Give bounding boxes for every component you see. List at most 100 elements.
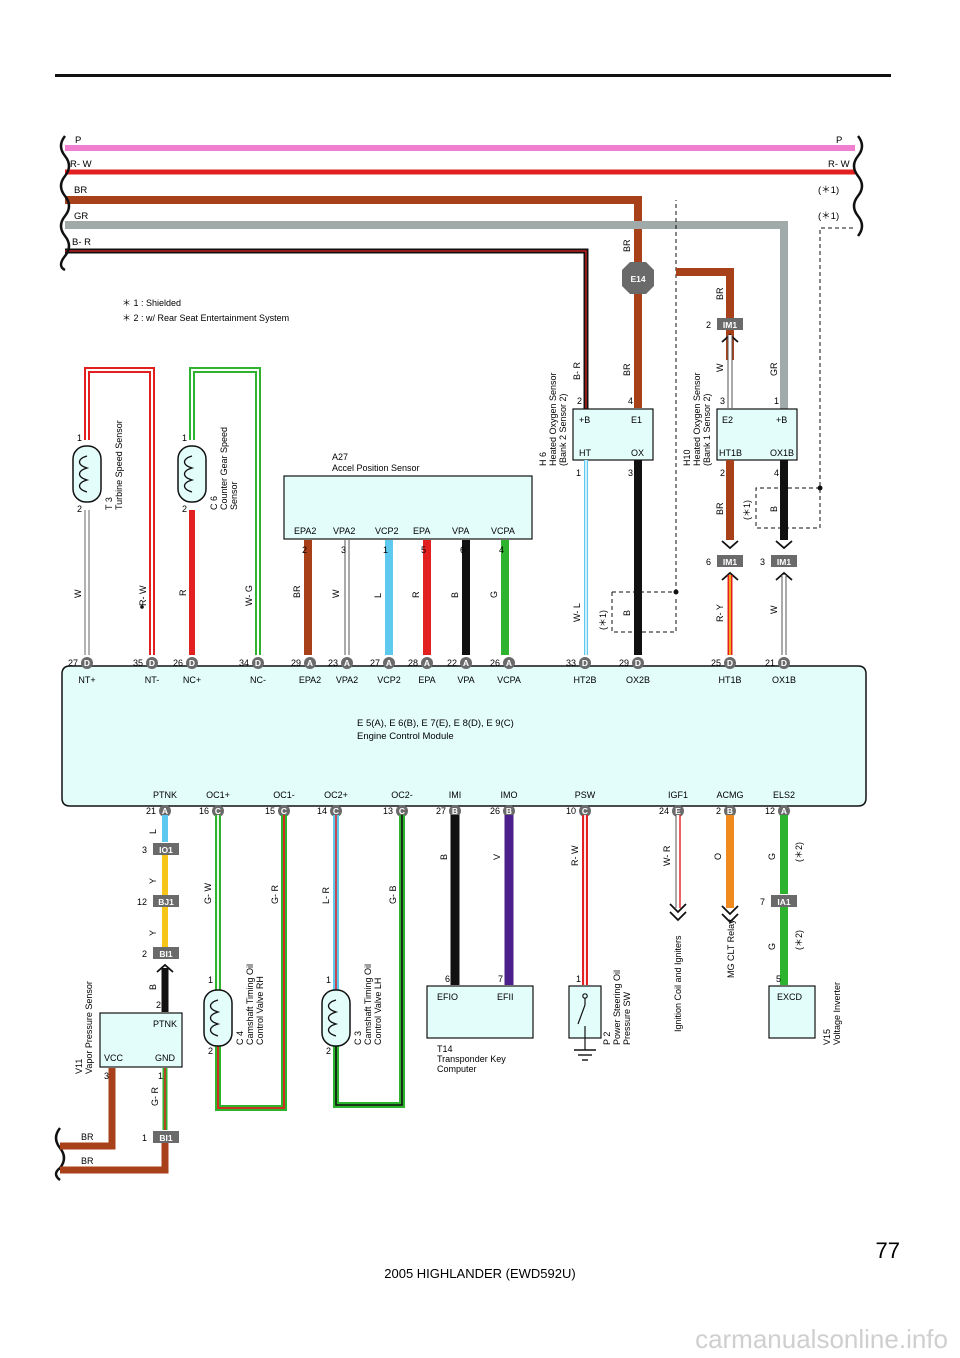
- ecm-terminal: IMI: [449, 790, 462, 800]
- bus-label-left-p: P: [75, 135, 81, 146]
- pin: 12: [137, 897, 147, 907]
- connector-label: IO1: [159, 845, 173, 855]
- h10-name: Heated Oxygen Sensor: [692, 372, 702, 466]
- pin: 6: [706, 557, 711, 567]
- c3-name: Camshaft Timing Oil: [363, 964, 373, 1045]
- ecm-name: Engine Control Module: [357, 731, 454, 742]
- h6-sensor-box: [572, 408, 654, 461]
- wire-break-marks: [54, 135, 864, 1181]
- ecm-pin-number: 21: [146, 806, 156, 816]
- pin: 1: [158, 1071, 163, 1081]
- v15-name: Voltage Inverter: [832, 982, 842, 1045]
- a27-term: VCP2: [375, 526, 399, 536]
- ecm-terminal: ELS2: [773, 790, 795, 800]
- ecm-connector-letter: C: [215, 806, 221, 816]
- ecm-connector-dot: [212, 805, 224, 817]
- wire-label: G: [489, 591, 499, 598]
- shield-line: [755, 227, 855, 529]
- connector-io1: [153, 843, 179, 855]
- wire-label: R: [178, 589, 188, 596]
- ecm-connector-dot: [383, 657, 395, 669]
- ecm-connector-dot: [778, 805, 790, 817]
- connector-im1-b: [771, 555, 797, 567]
- pin: 7: [498, 974, 503, 984]
- ecm-connector-letter: A: [307, 658, 313, 668]
- ecm-terminal: VCPA: [497, 675, 521, 685]
- t3-code: T 3: [104, 497, 114, 510]
- wire-label: Y: [148, 878, 158, 884]
- pin: 2: [77, 504, 82, 514]
- ecm-connector-letter: D: [781, 658, 787, 668]
- connector-label: IM1: [723, 557, 737, 567]
- ecm-terminal: NT+: [78, 675, 95, 685]
- h6-code: H 6: [538, 452, 548, 466]
- ecm-terminal: OC1+: [206, 790, 230, 800]
- p2-name: Power Steering Oil: [612, 970, 622, 1045]
- ecm-connector-letter: C: [399, 806, 405, 816]
- connector-bi1: [153, 947, 179, 959]
- t14-box: [426, 985, 534, 1039]
- ecm-terminal: HT1B: [718, 675, 741, 685]
- pin: 3: [720, 396, 725, 406]
- ecm-connector-dot: [672, 805, 684, 817]
- v11-sensor-box: [99, 1012, 183, 1068]
- ecm-connector-letter: A: [781, 806, 787, 816]
- wire-label: R- W: [570, 845, 580, 866]
- ecm-connector-letter: A: [506, 658, 512, 668]
- ecm-pin-number: 13: [383, 806, 393, 816]
- ecm-connector-dot: [252, 657, 264, 669]
- ecm-connector-letter: E: [675, 806, 681, 816]
- a27-name: Accel Position Sensor: [332, 463, 420, 473]
- ecm-connector-dot: [724, 657, 736, 669]
- connector-ia1: [771, 895, 797, 907]
- ecm-connector-letter: A: [424, 658, 430, 668]
- wire-label: B: [769, 506, 779, 512]
- wire-label: (＊1): [742, 500, 752, 520]
- v11-name: Vapor Pressure Sensor: [84, 981, 94, 1074]
- pin: 1: [383, 545, 388, 555]
- ecm-terminal: NC-: [250, 675, 266, 685]
- connector-im1-top: [717, 318, 743, 330]
- ecm-box: [61, 665, 867, 807]
- pin: 2: [720, 468, 725, 478]
- wire-label: B: [439, 854, 449, 860]
- pin: 2: [156, 1000, 161, 1010]
- ecm-pin-number: 28: [408, 658, 418, 668]
- h10-name: (Bank 1 Sensor 2): [702, 393, 712, 466]
- ecm-pin-number: 26: [173, 658, 183, 668]
- top-rule: [55, 74, 891, 77]
- wire-label: B: [450, 592, 460, 598]
- v11-term: PTNK: [153, 1019, 177, 1029]
- c6-code: C 6: [209, 496, 219, 510]
- wire-label: BR: [292, 585, 302, 598]
- ecm-pin-number: 25: [711, 658, 721, 668]
- ecm-terminal: OC1-: [273, 790, 295, 800]
- v11-code: V11: [74, 1059, 84, 1074]
- pin: 6: [460, 545, 465, 555]
- ecm-terminal: NC+: [183, 675, 201, 685]
- pin: 1: [208, 975, 213, 985]
- wire-label: BR: [715, 287, 725, 300]
- h10-term: E2: [722, 415, 733, 425]
- wire-label: BR: [81, 1132, 94, 1142]
- ecm-pin-number: 2: [716, 806, 721, 816]
- ign-name: Ignition Coil and Igniters: [673, 935, 683, 1032]
- wire-label: G- R: [270, 885, 280, 904]
- t14-term: EFIO: [437, 992, 458, 1002]
- a27-term: VCPA: [491, 526, 515, 536]
- pin: 6: [445, 974, 450, 984]
- connector-label: IM1: [723, 320, 737, 330]
- ecm-pin-number: 26: [490, 806, 500, 816]
- ecm-connector-dot: [186, 657, 198, 669]
- a27-code: A27: [332, 452, 348, 462]
- wire-label: W: [73, 589, 83, 598]
- wire-label: O: [713, 853, 723, 860]
- v15-code: V15: [822, 1029, 832, 1045]
- a27-term: EPA2: [294, 526, 316, 536]
- wire-label: BR: [622, 363, 632, 376]
- pin: 3: [104, 1071, 109, 1081]
- ecm-pin-number: 22: [447, 658, 457, 668]
- c4-name: Control Valve RH: [255, 976, 265, 1045]
- pin: 3: [628, 468, 633, 478]
- ecm-pin-number: 34: [239, 658, 249, 668]
